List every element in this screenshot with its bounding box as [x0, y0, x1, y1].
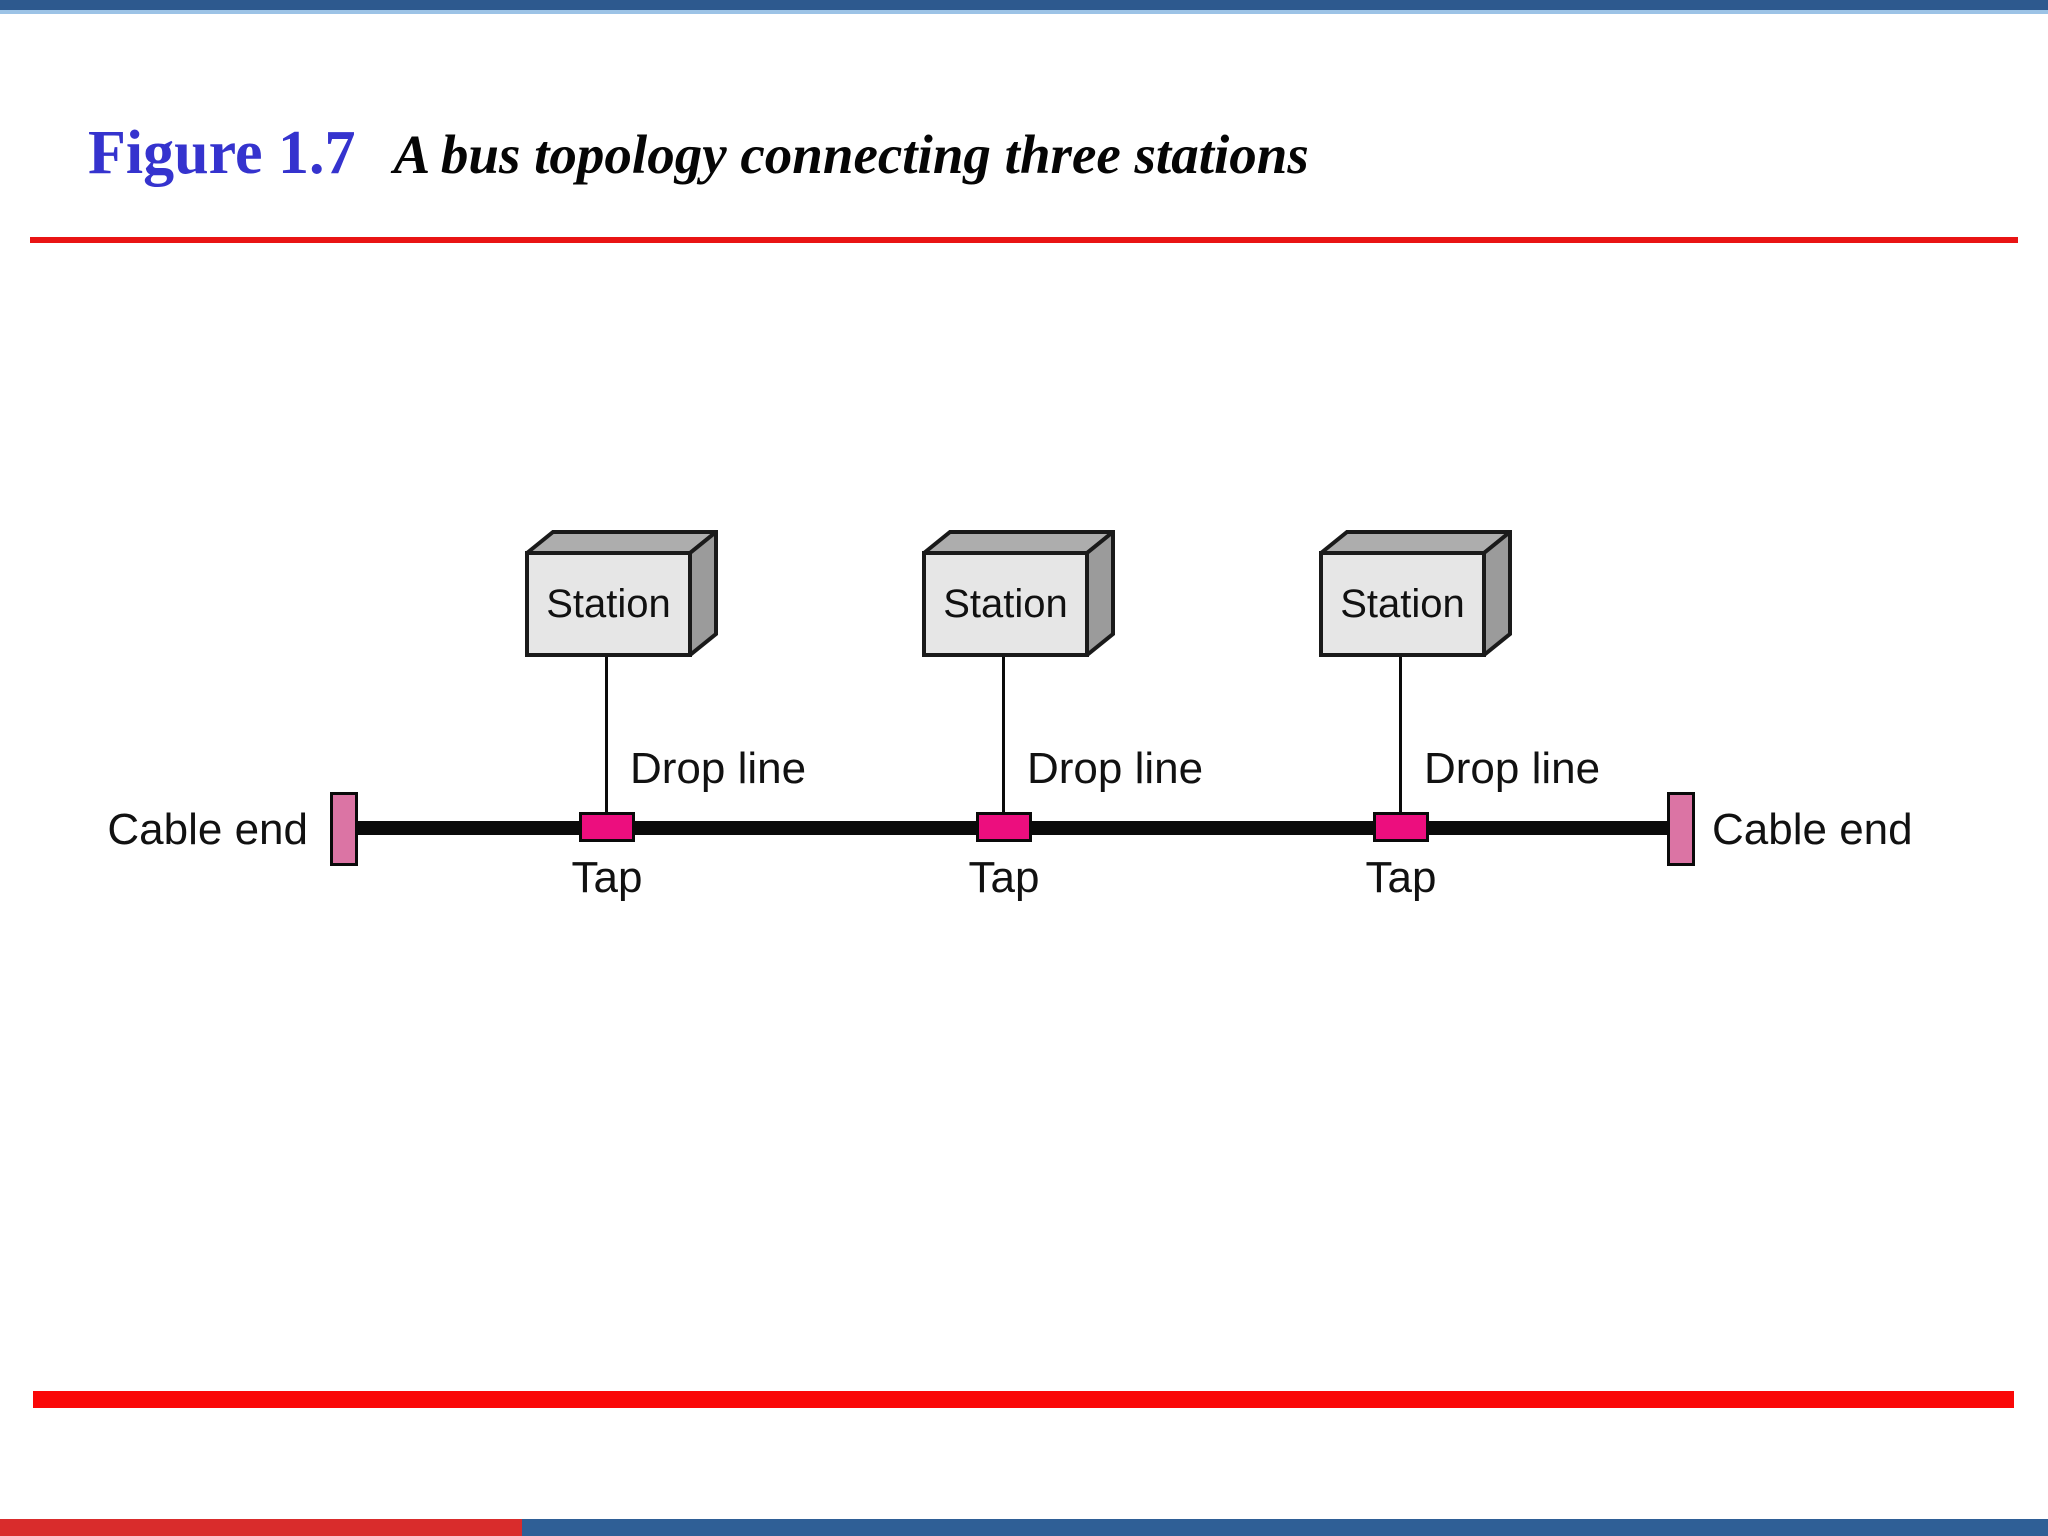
tap-label: Tap — [968, 853, 1040, 902]
tap-connector — [579, 812, 635, 842]
figure-caption: Figure 1.7 A bus topology connecting thr… — [88, 118, 1309, 189]
station-label: Station — [1340, 581, 1465, 626]
cable-end-terminator-right — [1667, 792, 1695, 866]
station-3d-box-shape — [922, 530, 1115, 657]
footer-red-segment — [0, 1519, 522, 1536]
drop-line-label: Drop line — [630, 744, 807, 793]
cable-end-label-left: Cable end — [107, 805, 308, 854]
figure-number: Figure 1.7 — [88, 119, 356, 187]
drop-line — [1399, 655, 1402, 821]
footer-bar — [0, 1519, 2048, 1536]
bottom-red-rule — [33, 1391, 2014, 1408]
top-red-rule — [30, 237, 2018, 243]
station-box: Station — [922, 530, 1115, 657]
cable-end-label-right: Cable end — [1712, 805, 1913, 854]
station-label: Station — [943, 581, 1068, 626]
station-3d-box-shape — [1319, 530, 1512, 657]
tap-label: Tap — [1365, 853, 1437, 902]
station-3d-box-shape — [525, 530, 718, 657]
top-blue-bar — [0, 0, 2048, 10]
drop-line — [1002, 655, 1005, 821]
tap-connector — [976, 812, 1032, 842]
tap-connector — [1373, 812, 1429, 842]
footer-blue-segment — [522, 1519, 2048, 1536]
top-blue-bar-edge — [0, 10, 2048, 14]
tap-label: Tap — [571, 853, 643, 902]
drop-line-label: Drop line — [1424, 744, 1601, 793]
drop-line — [605, 655, 608, 821]
station-label: Station — [546, 581, 671, 626]
station-box: Station — [1319, 530, 1512, 657]
drop-line-label: Drop line — [1027, 744, 1204, 793]
figure-title: A bus topology connecting three stations — [393, 124, 1309, 185]
cable-end-terminator-left — [330, 792, 358, 866]
station-box: Station — [525, 530, 718, 657]
